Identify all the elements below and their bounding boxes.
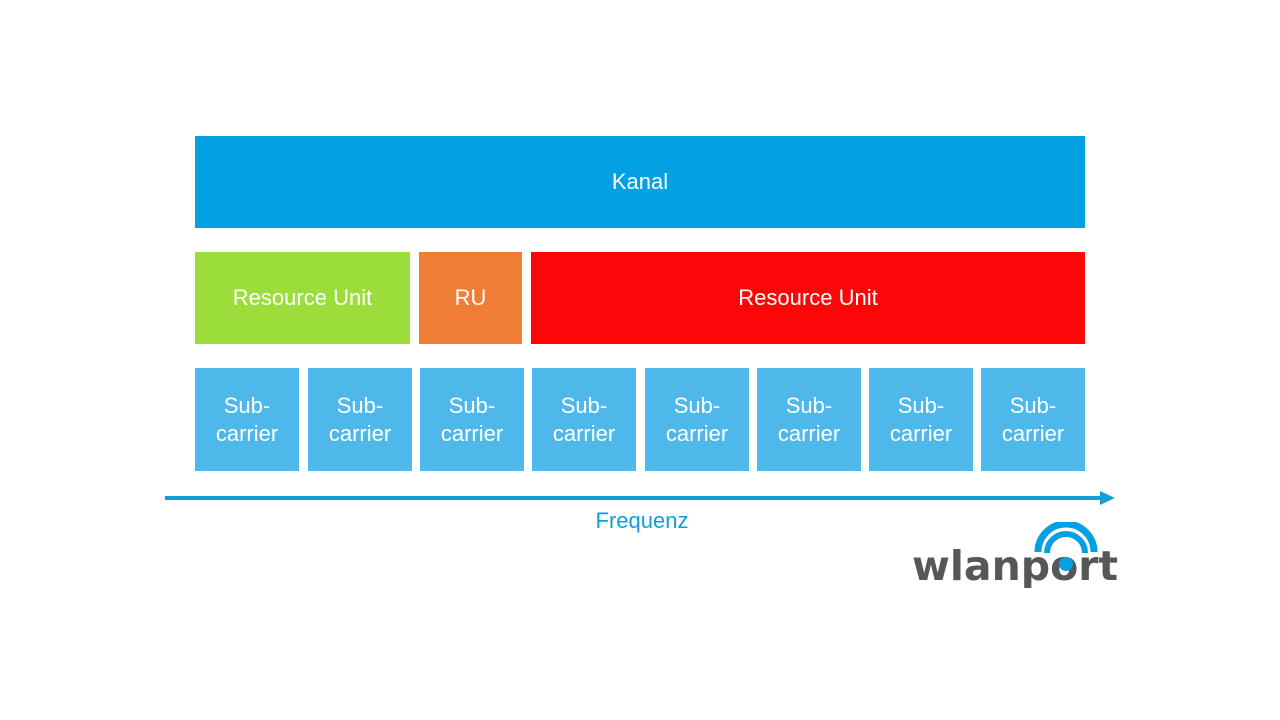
wifi-signal-icon — [1034, 522, 1098, 554]
subcarrier-label-line2: carrier — [777, 420, 841, 446]
subcarrier-label-line1: Sub- — [560, 392, 608, 418]
signal-dot-icon — [1059, 557, 1073, 571]
resource-unit-block-2: RU — [419, 252, 522, 344]
channel-block: Kanal — [195, 136, 1085, 228]
resource-unit-label: Resource Unit — [738, 285, 878, 310]
channel-label: Kanal — [611, 169, 669, 194]
resource-unit-label: Resource Unit — [232, 285, 373, 310]
subcarrier-block: Sub- carrier — [420, 368, 524, 471]
subcarrier-label-line2: carrier — [328, 420, 392, 446]
subcarrier-label-line2: carrier — [215, 420, 279, 446]
resource-unit-block-3: Resource Unit — [531, 252, 1085, 344]
subcarrier-block: Sub- carrier — [308, 368, 412, 471]
subcarrier-label-line1: Sub- — [673, 392, 721, 418]
subcarrier-block: Sub- carrier — [195, 368, 299, 471]
arrow-head-icon — [1100, 491, 1115, 505]
subcarrier-label-line1: Sub- — [448, 392, 496, 418]
wlanport-logo: wlanport — [912, 522, 1118, 588]
frequency-axis-label: Frequenz — [595, 508, 689, 533]
subcarrier-label-line1: Sub- — [336, 392, 384, 418]
resource-unit-label: RU — [454, 285, 487, 310]
subcarrier-label-line1: Sub- — [897, 392, 945, 418]
resource-unit-block-1: Resource Unit — [195, 252, 410, 344]
subcarrier-block: Sub- carrier — [981, 368, 1085, 471]
subcarrier-label-line2: carrier — [440, 420, 504, 446]
frequency-axis-arrow — [165, 491, 1115, 505]
subcarrier-block: Sub- carrier — [869, 368, 973, 471]
subcarrier-block: Sub- carrier — [757, 368, 861, 471]
subcarrier-label-line2: carrier — [889, 420, 953, 446]
subcarrier-label-line1: Sub- — [785, 392, 833, 418]
subcarrier-label-line2: carrier — [552, 420, 616, 446]
subcarrier-label-line2: carrier — [665, 420, 729, 446]
subcarrier-label-line1: Sub- — [1009, 392, 1057, 418]
subcarrier-block: Sub- carrier — [645, 368, 749, 471]
subcarrier-label-line1: Sub- — [223, 392, 271, 418]
subcarrier-block: Sub- carrier — [532, 368, 636, 471]
subcarrier-label-line2: carrier — [1001, 420, 1065, 446]
